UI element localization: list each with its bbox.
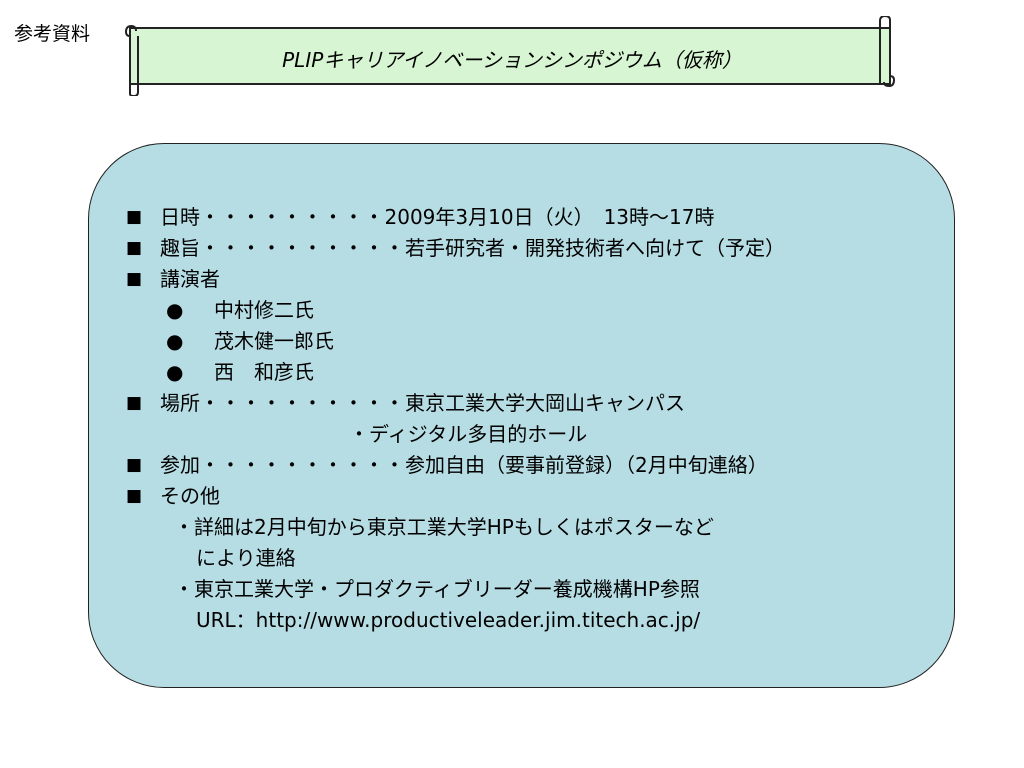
speaker-name: 茂木健一郎氏 [214,329,334,353]
speaker-item: ● 中村修二氏 [126,295,946,326]
item-label: その他 [160,484,220,508]
list-item-participation: ■ 参加 ・・・・・・・・・・ 参加自由（要事前登録）（2月中旬連絡） [126,450,946,481]
item-value: 2009年3月10日（火） 13時～17時 [384,205,715,229]
note-text: ・東京工業大学・プロダクティブリーダー養成機構HP参照 [174,577,700,601]
item-value: 参加自由（要事前登録）（2月中旬連絡） [405,453,768,477]
item-label: 場所 [160,391,200,415]
speaker-item: ● 茂木健一郎氏 [126,326,946,357]
leader-dots: ・・・・・・・・・・ [200,391,405,415]
url-text: URL：http://www.productiveleader.jim.tite… [196,608,701,632]
circle-bullet-icon: ● [166,360,184,384]
event-details: ■ 日時 ・・・・・・・・・ 2009年3月10日（火） 13時～17時 ■ 趣… [126,202,946,636]
info-panel [88,143,955,688]
item-label: 参加 [160,453,200,477]
leader-dots: ・・・・・・・・・・ [200,453,405,477]
venue-hall: ・ディジタル多目的ホール [349,422,588,446]
speaker-name: 西 和彦氏 [214,360,314,384]
square-bullet-icon: ■ [126,393,143,413]
note-text: ・詳細は2月中旬から東京工業大学HPもしくはポスターなど [174,515,714,539]
list-item-speakers: ■ 講演者 [126,264,946,295]
list-item-other: ■ その他 [126,481,946,512]
item-value: 若手研究者・開発技術者へ向けて（予定） [405,236,785,260]
leader-dots: ・・・・・・・・・ [200,205,385,229]
other-note: ・東京工業大学・プロダクティブリーダー養成機構HP参照 [126,574,946,605]
list-item-venue: ■ 場所 ・・・・・・・・・・ 東京工業大学大岡山キャンパス [126,388,946,419]
list-item-date: ■ 日時 ・・・・・・・・・ 2009年3月10日（火） 13時～17時 [126,202,946,233]
item-value: 東京工業大学大岡山キャンパス [405,391,685,415]
other-note: URL：http://www.productiveleader.jim.tite… [126,605,946,636]
square-bullet-icon: ■ [126,238,143,258]
reference-label: 参考資料 [14,23,91,45]
square-bullet-icon: ■ [126,207,143,227]
list-item-purpose: ■ 趣旨 ・・・・・・・・・・ 若手研究者・開発技術者へ向けて（予定） [126,233,946,264]
square-bullet-icon: ■ [126,486,143,506]
square-bullet-icon: ■ [126,455,143,475]
scroll-banner [124,16,896,96]
item-label: 日時 [160,205,200,229]
circle-bullet-icon: ● [166,298,184,322]
square-bullet-icon: ■ [126,269,143,289]
speaker-item: ● 西 和彦氏 [126,357,946,388]
circle-bullet-icon: ● [166,329,184,353]
item-label: 講演者 [160,267,220,291]
item-label: 趣旨 [160,236,200,260]
other-note: により連絡 [126,543,946,574]
speaker-name: 中村修二氏 [214,298,314,322]
venue-detail: ・ディジタル多目的ホール [126,419,946,450]
leader-dots: ・・・・・・・・・・ [200,236,405,260]
note-text: により連絡 [196,546,296,570]
other-note: ・詳細は2月中旬から東京工業大学HPもしくはポスターなど [126,512,946,543]
banner-title: PLIPキャリアイノベーションシンポジウム（仮称） [282,47,742,72]
